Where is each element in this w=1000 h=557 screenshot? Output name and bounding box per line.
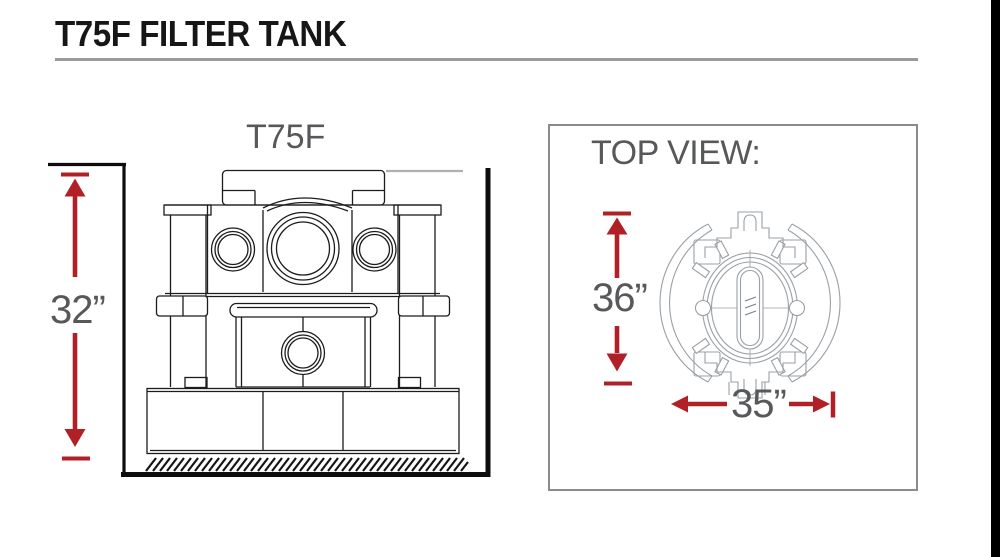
tank-cap xyxy=(221,169,386,206)
lid-tray xyxy=(229,302,378,318)
stepped-profile-bottom xyxy=(704,352,796,399)
port-circles xyxy=(210,211,397,286)
model-label: T75F xyxy=(246,118,326,156)
top-view-drawing xyxy=(603,211,841,418)
witness-lines xyxy=(728,382,766,395)
stepped-profile-top xyxy=(704,211,796,258)
arrow-down-icon xyxy=(64,429,86,447)
arrow-up-icon xyxy=(606,217,628,235)
side-notch-right xyxy=(788,299,806,317)
band-clamp xyxy=(155,292,451,317)
embossed-logo-marks xyxy=(744,296,757,316)
right-edge-bar xyxy=(991,0,1000,557)
flange-left xyxy=(163,204,212,216)
width-dimension-35 xyxy=(671,391,836,418)
foot-left xyxy=(184,376,208,389)
base-skid xyxy=(146,387,460,455)
top-view-height-label: 36” xyxy=(592,276,648,320)
page-title: T75F FILTER TANK xyxy=(55,13,347,54)
arrow-left-icon xyxy=(671,395,688,413)
height-dimension-32 xyxy=(61,172,90,461)
side-notch-left xyxy=(694,299,712,317)
front-view-drawing xyxy=(48,162,491,477)
shell-arcs xyxy=(659,223,841,383)
top-view-heading: TOP VIEW: xyxy=(591,134,761,172)
lug-arch-bottom xyxy=(743,379,757,396)
arrow-down-icon xyxy=(606,353,628,372)
flange-right xyxy=(393,204,442,216)
clearance-lines xyxy=(48,162,491,477)
band-clamp-left xyxy=(155,295,209,317)
ground-hatch xyxy=(145,457,469,472)
lug-arch-top xyxy=(743,214,757,231)
arrow-up-icon xyxy=(64,178,86,197)
foot-right xyxy=(397,376,422,389)
lid-handle xyxy=(736,266,764,350)
band-clamp-right xyxy=(397,295,451,317)
tank-front-outline xyxy=(146,169,463,455)
height-dimension-36 xyxy=(603,211,632,386)
tank-top-outline xyxy=(659,211,841,399)
title-underline xyxy=(55,58,918,61)
height-dimension-label: 32” xyxy=(50,288,106,332)
top-view-width-label: 35” xyxy=(731,382,787,426)
rib-tabs xyxy=(691,240,809,376)
top-view-panel xyxy=(548,124,918,491)
lower-box xyxy=(184,317,422,389)
arrow-right-icon xyxy=(813,395,830,413)
